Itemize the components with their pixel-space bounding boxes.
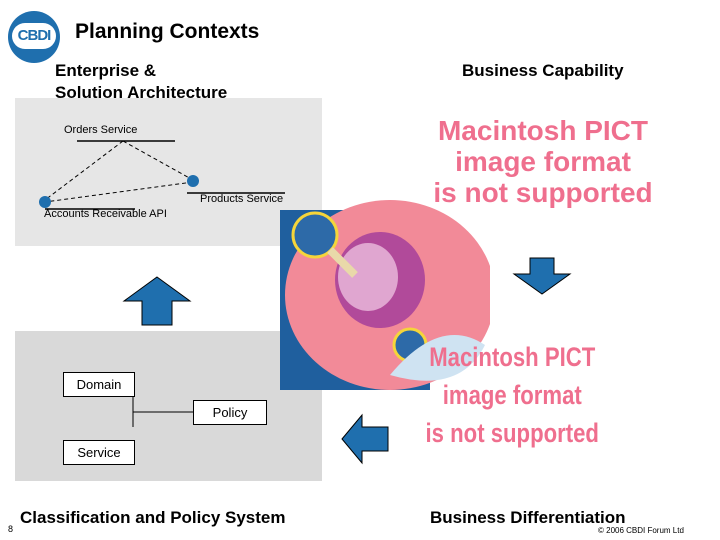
enterprise-heading: Enterprise & Solution Architecture (55, 60, 227, 104)
slide-title: Planning Contexts (75, 20, 260, 43)
pict-top-line2: image format (455, 146, 631, 177)
policy-box: Policy (193, 400, 267, 425)
orders-service-label: Orders Service (64, 124, 138, 136)
accounts-node (39, 196, 51, 208)
clipart-blue-ball (291, 211, 339, 259)
pict-bottom-line2: image format (442, 380, 582, 410)
orders-accounts-link (44, 140, 124, 201)
products-service-label: Products Service (200, 193, 284, 205)
capability-heading: Business Capability (462, 61, 624, 80)
page-number: 8 (8, 524, 14, 534)
service-diagram (39, 140, 285, 210)
pict-placeholder-top: Macintosh PICT image format is not suppo… (398, 115, 688, 208)
architecture-panel (15, 98, 322, 246)
up-arrow-icon (122, 276, 192, 326)
pict-bottom-line1: Macintosh PICT (429, 342, 596, 372)
pict-top-line1: Macintosh PICT (437, 115, 648, 146)
domain-box: Domain (63, 372, 135, 397)
orders-products-link (122, 140, 194, 181)
pict-placeholder-bottom: Macintosh PICT image format is not suppo… (420, 338, 605, 452)
clipart-illustration (280, 200, 490, 390)
differentiation-heading: Business Differentiation (430, 508, 626, 527)
clipart-white-shape (390, 335, 485, 381)
down-arrow-icon (512, 257, 572, 295)
cbdi-logo: CBDI (8, 11, 60, 63)
service-box: Service (63, 440, 135, 465)
clipart-lilac-ball (338, 243, 398, 311)
pict-bottom-line3: is not supported (425, 418, 599, 448)
logo-text: CBDI (12, 23, 56, 49)
accounts-api-label: Accounts Receivable API (44, 208, 167, 220)
enterprise-heading-line2: Solution Architecture (55, 83, 228, 102)
products-node (187, 175, 199, 187)
pict-top-line3: is not supported (433, 177, 653, 208)
enterprise-heading-line1: Enterprise & (55, 61, 157, 80)
left-arrow-icon (341, 413, 389, 465)
copyright-text: © 2006 CBDI Forum Ltd (598, 526, 684, 535)
products-accounts-link (44, 181, 194, 203)
classification-heading: Classification and Policy System (20, 508, 286, 527)
clipart-stick (327, 247, 358, 278)
